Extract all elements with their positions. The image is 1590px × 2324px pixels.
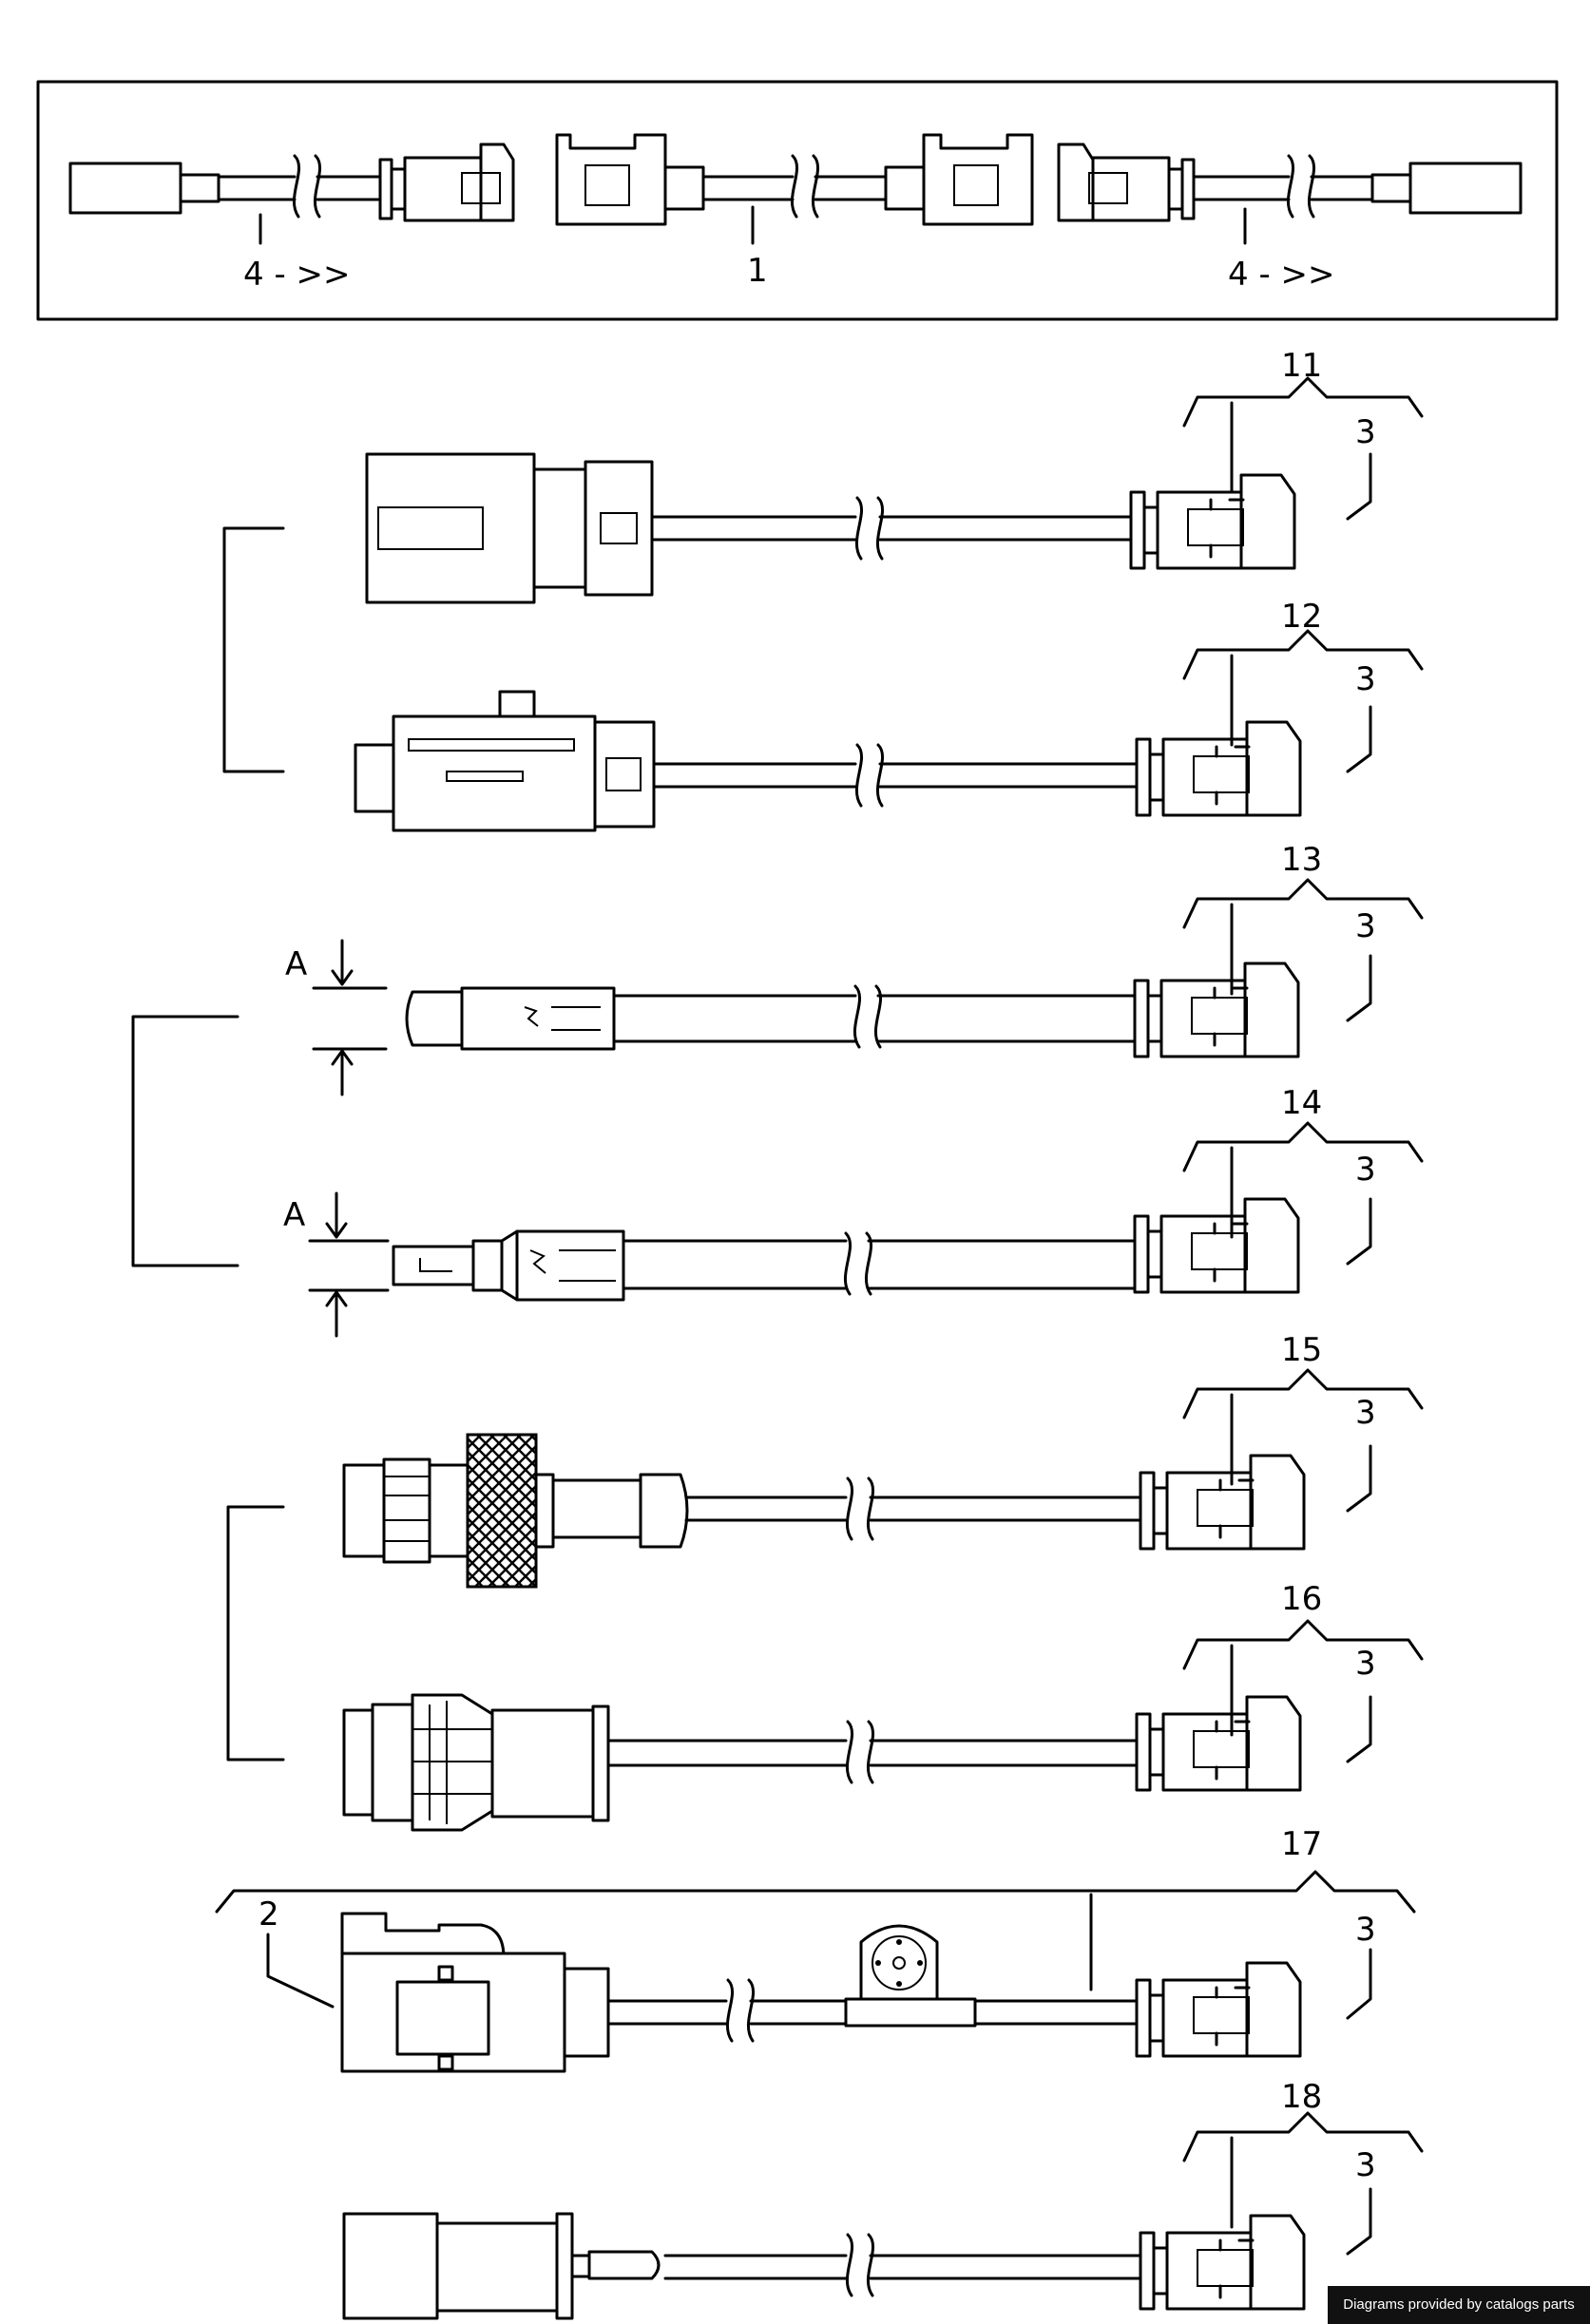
row-item-13: A 13 3: [285, 841, 1424, 1096]
item-number-14: 14: [1281, 1084, 1322, 1122]
item-number-17: 17: [1281, 1825, 1322, 1863]
sub-item-3: 3: [1355, 1911, 1376, 1949]
top-assembly: 4 - >> 1 4 - >>: [36, 80, 1559, 321]
row-item-12: 12 3: [354, 598, 1424, 832]
item-number-11: 11: [1281, 347, 1322, 385]
row-item-15: 15 3: [342, 1331, 1424, 1589]
item-number-18: 18: [1281, 2078, 1322, 2116]
sub-item-2: 2: [259, 1895, 279, 1933]
dimension-a: A: [283, 1196, 305, 1234]
row-item-17: 2 17 3: [215, 1825, 1416, 2073]
group-bracket-11-12: [222, 526, 285, 773]
item-number-15: 15: [1281, 1331, 1322, 1369]
group-bracket-15-16: [226, 1505, 285, 1762]
dimension-a: A: [285, 945, 307, 983]
row-item-11: 11 3: [365, 347, 1424, 604]
sub-item-3: 3: [1355, 1151, 1376, 1189]
row-item-18: 18 3: [342, 2078, 1424, 2320]
sub-item-3: 3: [1355, 413, 1376, 451]
sub-item-3: 3: [1355, 907, 1376, 945]
label-4-left: 4 - >>: [243, 256, 351, 294]
item-number-16: 16: [1281, 1580, 1322, 1618]
row-item-14: A 14 3: [283, 1084, 1424, 1338]
item-number-13: 13: [1281, 841, 1322, 879]
item-number-12: 12: [1281, 598, 1322, 636]
row-item-16: 16 3: [342, 1580, 1424, 1832]
credit-banner: Diagrams provided by catalogs parts: [1328, 2286, 1590, 2324]
label-4-right: 4 - >>: [1228, 256, 1335, 294]
sub-item-3: 3: [1355, 660, 1376, 698]
sub-item-3: 3: [1355, 1394, 1376, 1432]
label-1: 1: [747, 252, 768, 290]
group-bracket-13-14: [131, 1015, 239, 1267]
sub-item-3: 3: [1355, 2146, 1376, 2184]
sub-item-3: 3: [1355, 1645, 1376, 1683]
